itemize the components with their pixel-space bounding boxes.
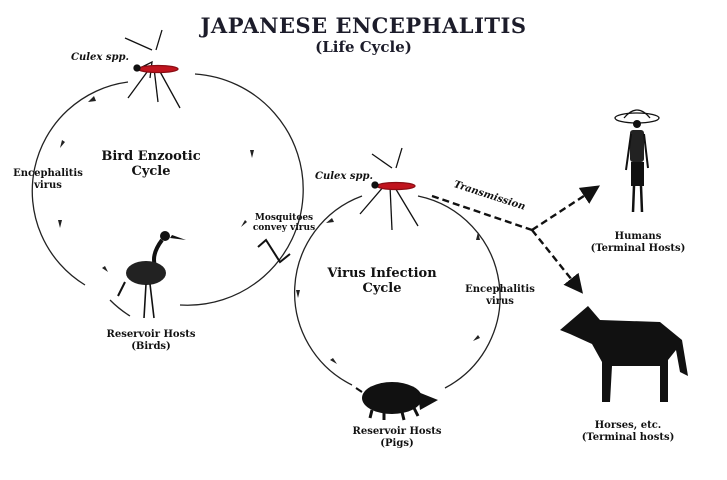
virus-cycle-virus-line2: virus <box>486 295 514 307</box>
mosquito-icon <box>124 29 181 109</box>
virus-cycle-name-line1: Virus Infection <box>327 266 437 281</box>
boar-icon <box>355 382 438 421</box>
pig-host-label: Reservoir Hosts (Pigs) <box>342 426 452 449</box>
pig-host-line2: (Pigs) <box>380 437 414 449</box>
horse-icon <box>560 306 688 402</box>
bird-cycle-name: Bird Enzootic Cycle <box>96 149 206 180</box>
virus-cycle-loop <box>293 195 501 389</box>
virus-cycle-virus-label: Encephalitis virus <box>460 284 540 307</box>
horses-label: Horses, etc. (Terminal hosts) <box>568 420 688 443</box>
humans-line2: (Terminal Hosts) <box>590 242 686 254</box>
bird-cycle-virus-line2: virus <box>34 179 62 191</box>
bird-host-line2: (Birds) <box>131 340 171 352</box>
convey-virus-line1: Mosquitoes <box>254 213 314 223</box>
bird-cycle-name-line2: Cycle <box>131 163 171 179</box>
humans-line1: Humans <box>614 231 662 242</box>
virus-cycle-virus-line1: Encephalitis <box>465 284 535 295</box>
convey-virus-label: Mosquitoes convey virus <box>246 213 322 234</box>
pig-host-line1: Reservoir Hosts <box>352 426 442 437</box>
bird-cycle-name-line1: Bird Enzootic <box>101 149 201 164</box>
bird-host-line1: Reservoir Hosts <box>106 329 196 340</box>
bird-cycle-vector-label: Culex spp. <box>71 52 129 63</box>
virus-cycle-name: Virus Infection Cycle <box>322 266 442 297</box>
bird-cycle-virus-line1: Encephalitis <box>13 168 83 179</box>
convey-link-arrow-icon <box>257 238 291 264</box>
heron-icon <box>117 231 186 319</box>
virus-cycle-arrow-icons <box>296 218 480 364</box>
horses-line1: Horses, etc. <box>594 420 662 431</box>
bird-cycle-arrow-icons <box>58 96 254 272</box>
mosquito-icon <box>359 147 419 231</box>
humans-label: Humans (Terminal Hosts) <box>578 231 698 254</box>
page-subtitle: (Life Cycle) <box>315 38 412 56</box>
transmission-arrows <box>431 185 601 294</box>
virus-cycle-name-line2: Cycle <box>362 280 402 296</box>
bird-host-label: Reservoir Hosts (Birds) <box>96 329 206 352</box>
horses-line2: (Terminal hosts) <box>581 431 675 443</box>
convey-virus-line2: convey virus <box>252 223 316 234</box>
human-icon <box>614 109 660 213</box>
page-title: JAPANESE ENCEPHALITIS <box>200 13 527 38</box>
bird-cycle-virus-label: Encephalitis virus <box>10 168 86 191</box>
virus-cycle-vector-label: Culex spp. <box>315 171 373 182</box>
bird-cycle-loop <box>31 73 304 317</box>
